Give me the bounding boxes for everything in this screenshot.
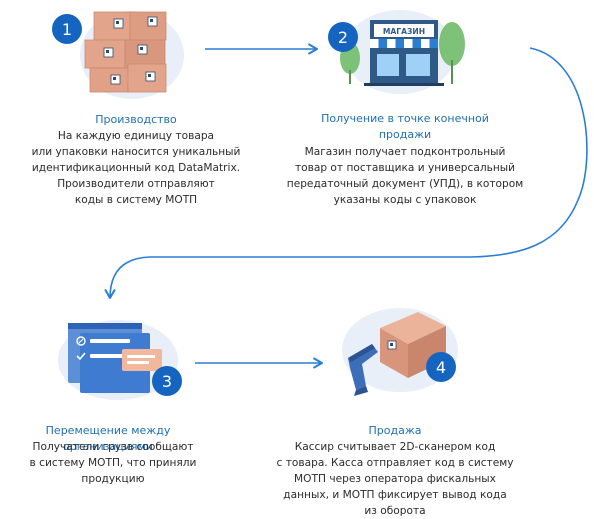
title-line: Получение в точке конечной: [321, 112, 489, 125]
description-line: На каждую единицу товара: [57, 130, 215, 142]
scanner-icon: [342, 308, 458, 396]
step-description: Получатели груза сообщают в систему МОТП…: [8, 439, 218, 487]
step-number-badge: 1: [52, 14, 82, 44]
step-title: Перемещение между организациями: [45, 424, 171, 453]
step-description: На каждую единицу товара или упаковки на…: [16, 128, 256, 208]
description-line: Магазин получает подконтрольный: [304, 146, 506, 158]
shop-sign: МАГАЗИН: [383, 27, 425, 36]
description-line: идентификационный код DataMatrix.: [31, 162, 241, 174]
step-description: Кассир считывает 2D-сканером код с товар…: [260, 439, 530, 519]
step-number-badge: 4: [426, 352, 456, 382]
description-line: или упаковки наносится уникальный: [31, 146, 241, 158]
description-line: Кассир считывает 2D-сканером код: [294, 441, 496, 453]
description-line: передаточный документ (УПД), в котором: [286, 178, 524, 190]
step-description: Магазин получает подконтрольный товар от…: [270, 144, 540, 208]
step-number: 3: [162, 372, 172, 391]
description-line: Получатели груза сообщают: [32, 441, 194, 453]
step-number-badge: 3: [152, 366, 182, 396]
step-title: Производство: [95, 113, 177, 126]
step-title: Получение в точке конечной продажи: [300, 111, 510, 143]
step-title: Продажа: [368, 424, 422, 437]
description-line: Производители отправляют: [57, 178, 215, 190]
description-line: с товара. Касса отправляет код в систему: [276, 457, 514, 469]
boxes-icon: [80, 11, 184, 99]
curved-arrow-icon: [104, 47, 588, 300]
description-line: товар от поставщика и универсальный: [294, 162, 516, 174]
description-line: в систему МОТП, что приняли: [29, 457, 197, 469]
step-number: 2: [338, 28, 348, 47]
step-number: 1: [62, 20, 72, 39]
step-number: 4: [436, 358, 446, 377]
description-line: продукцию: [81, 473, 145, 485]
description-line: коды в систему МОТП: [74, 194, 198, 206]
documents-icon: [58, 320, 178, 400]
description-line: данных, и МОТП фиксирует вывод кода: [283, 489, 507, 501]
description-line: МОТП через оператора фискальных: [294, 473, 496, 485]
step-number-badge: 2: [328, 22, 358, 52]
description-line: из оборота: [364, 505, 426, 517]
title-line: продажи: [378, 128, 432, 141]
description-line: указаны коды с упаковок: [333, 194, 477, 206]
shop-icon: МАГАЗИН: [340, 10, 465, 94]
